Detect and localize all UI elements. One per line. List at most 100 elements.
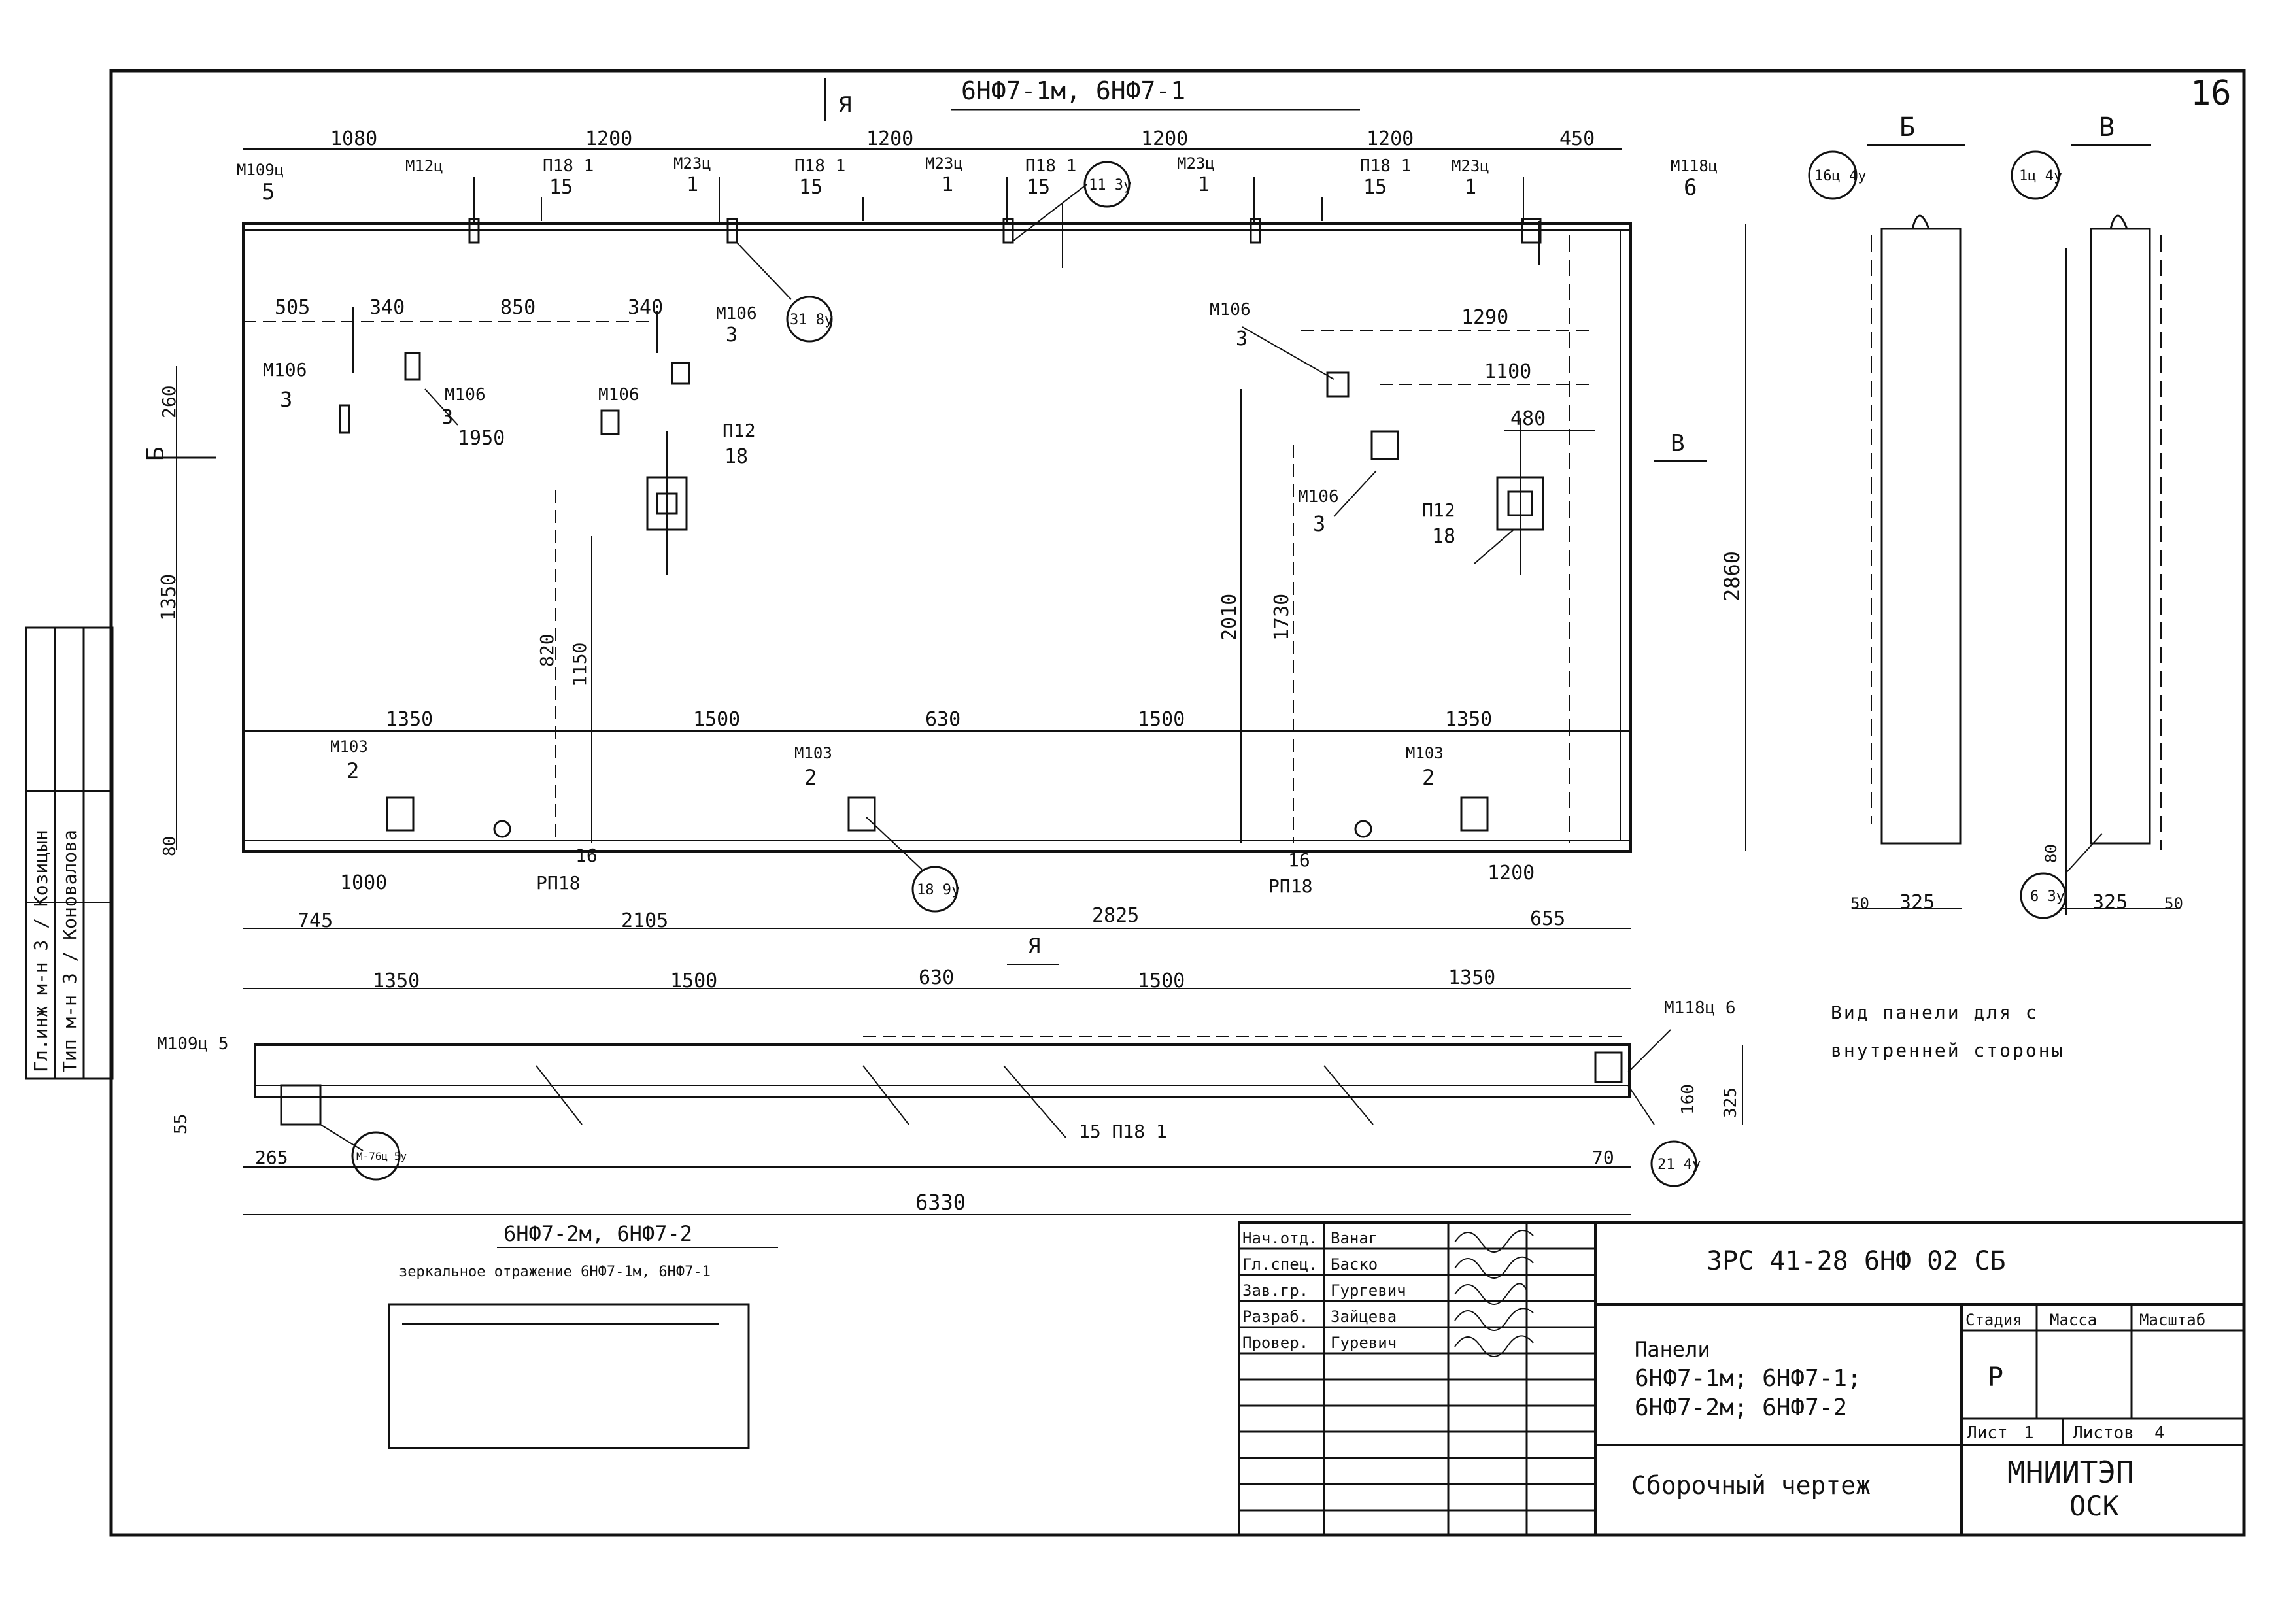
callout-label: 11 3у <box>1089 177 1132 194</box>
main-view: 6НФ7-1м, 6НФ7-1 Я 1080 1200 1200 1200 12… <box>143 76 1746 932</box>
mark-qty: 2 <box>347 758 359 783</box>
tb-role: Гл.спец. <box>1242 1255 1318 1274</box>
view-arrow-label: В <box>1671 430 1685 457</box>
top-dim: 1200 <box>1367 127 1414 150</box>
bottom-dim: 630 <box>925 708 960 731</box>
plan-bottom-dim: 70 <box>1592 1147 1614 1168</box>
top-dim: 1200 <box>585 127 632 150</box>
inner-dim: 1290 <box>1461 306 1508 329</box>
mark-qty: 5 <box>262 179 275 205</box>
tb-name: Ванаг <box>1331 1229 1378 1247</box>
description-l1: Панели <box>1635 1337 1710 1362</box>
bottom-marks: М103 2 М103 2 М103 2 <box>330 737 1444 790</box>
title-block: Нач.отд. Ванаг Гл.спец. Баско Зав.гр. Гу… <box>1238 1221 2245 1536</box>
panel-outline <box>242 222 1632 853</box>
plan-dims-side: 55 160 325 <box>171 1084 1741 1134</box>
organization-l2: ОСК <box>2069 1490 2120 1522</box>
tb-name: Гуревич <box>1331 1334 1397 1352</box>
mark-label: М12ц <box>405 157 443 175</box>
callout-label: 31 8у <box>790 312 833 328</box>
inner-dim: 1150 <box>569 643 590 686</box>
signatures <box>1454 1230 1534 1357</box>
mirror-block: 6НФ7-2м, 6НФ7-2 зеркальное отражение 6НФ… <box>388 1221 778 1449</box>
sheet-value: 1 <box>2024 1423 2034 1443</box>
bottom-dim: 1500 <box>693 708 740 731</box>
top-dim: 1080 <box>330 127 377 150</box>
bottom-labels: 16 РП18 16 РП18 <box>536 845 1312 897</box>
plan-callout: 21 4у <box>1658 1157 1701 1173</box>
organization-l1: МНИИТЭП <box>2007 1455 2134 1490</box>
mark-qty: 2 <box>804 765 817 790</box>
mark-label: П18 1 <box>1025 156 1076 176</box>
plan-dim: 1350 <box>373 970 420 992</box>
bottom-dims-inner: 1350 1500 630 1500 1350 <box>386 708 1492 731</box>
mark-qty: 15 <box>549 176 573 199</box>
outer-dim: 1000 <box>340 871 387 894</box>
side-stamp: Гл.инж м-н 3 / Козицын Тип м-н 3 / Конов… <box>25 626 114 1080</box>
tb-name: Баско <box>1331 1255 1378 1274</box>
mark-qty: 3 <box>441 406 453 429</box>
top-dims: 1080 1200 1200 1200 1200 450 <box>330 127 1595 150</box>
view-b-callout: 16ц 4у <box>1814 168 1866 184</box>
outer-dim: 2105 <box>621 909 668 932</box>
bottom-label: 16 <box>1288 849 1310 871</box>
title-block-rows: Нач.отд. Ванаг Гл.спец. Баско Зав.гр. Гу… <box>1242 1229 1406 1352</box>
document-code: ЗРС 41-28 6НФ 02 СБ <box>1707 1246 2006 1276</box>
mark-label: М106 <box>1210 300 1251 320</box>
mark-label: М103 <box>1406 744 1444 762</box>
bottom-dims-outer: 1000 745 2105 2825 1200 655 <box>298 862 1565 932</box>
view-b-title: Б <box>1899 112 1915 143</box>
mark-label: М23ц <box>925 154 963 173</box>
bottom-dim: 1500 <box>1138 708 1185 731</box>
outer-dim: 655 <box>1530 907 1565 930</box>
mark-qty: 3 <box>1313 511 1325 536</box>
callouts: 31 8у 11 3у 18 9у <box>737 161 1132 913</box>
inner-dim: 1950 <box>458 427 505 450</box>
inner-dim: 340 <box>369 296 405 319</box>
tb-role: Зав.гр. <box>1242 1281 1308 1300</box>
view-v-dim: 325 <box>2092 891 2128 914</box>
mark-qty: 3 <box>1236 328 1248 350</box>
view-b-dim: 325 <box>1899 891 1935 914</box>
plan-dim: 1500 <box>1138 970 1185 992</box>
side-views: Б 16ц 4у 50 325 В 1ц 4у 6 3у 325 50 80 <box>1808 112 2183 919</box>
mark-qty: 1 <box>687 173 698 196</box>
tb-role: Разраб. <box>1242 1308 1308 1326</box>
top-dim: 1200 <box>1141 127 1188 150</box>
sheet-number: 16 <box>2190 74 2232 113</box>
plan-bottom-dim: 6330 <box>915 1190 966 1215</box>
plan-marks: М109ц 5 М118ц 6 15 П18 1 <box>157 998 1736 1142</box>
inner-dim: 1730 <box>1270 594 1293 641</box>
top-dim: 450 <box>1559 127 1595 150</box>
mark-qty: 1 <box>1198 173 1210 196</box>
mark-label: П12 <box>1422 499 1455 521</box>
outer-dim: 1200 <box>1488 862 1535 885</box>
mark-label: М106 <box>1298 487 1339 507</box>
tb-name: Гургевич <box>1331 1281 1406 1300</box>
drawing-type: Сборочный чертеж <box>1631 1471 1871 1500</box>
view-v-title: В <box>2099 112 2115 143</box>
sheet-frame: 16 <box>109 69 2246 1537</box>
mirror-title: 6НФ7-2м, 6НФ7-2 <box>503 1221 692 1246</box>
plan-side-dim: 55 <box>171 1114 191 1134</box>
inner-dim: 2010 <box>1218 594 1241 641</box>
plan-dim: 1350 <box>1448 966 1495 989</box>
plan-mark: 15 П18 1 <box>1079 1121 1167 1142</box>
mark-label: М106 <box>716 304 757 324</box>
mark-qty: 18 <box>724 445 748 468</box>
description-l3: 6НФ7-2м; 6НФ7-2 <box>1635 1395 1847 1421</box>
mark-label: М106 <box>445 385 486 405</box>
mark-label: М118ц <box>1671 157 1718 175</box>
bottom-label: РП18 <box>1268 875 1312 897</box>
inner-dim: 820 <box>536 634 558 667</box>
view-note: Вид панели для с внутренней стороны <box>1831 1002 2065 1061</box>
bottom-dim: 1350 <box>386 708 433 731</box>
bottom-label: РП18 <box>536 872 580 894</box>
sheets-label: Листов <box>2073 1423 2134 1443</box>
mark-label: М106 <box>598 385 639 405</box>
top-marks: М109ц 5 М12ц П18 1 15 М23ц 1 П18 1 15 М2… <box>237 154 1718 205</box>
mark-qty: 3 <box>726 324 738 347</box>
stage-label: Стадия <box>1965 1311 2022 1329</box>
inner-dim: 340 <box>628 296 663 319</box>
